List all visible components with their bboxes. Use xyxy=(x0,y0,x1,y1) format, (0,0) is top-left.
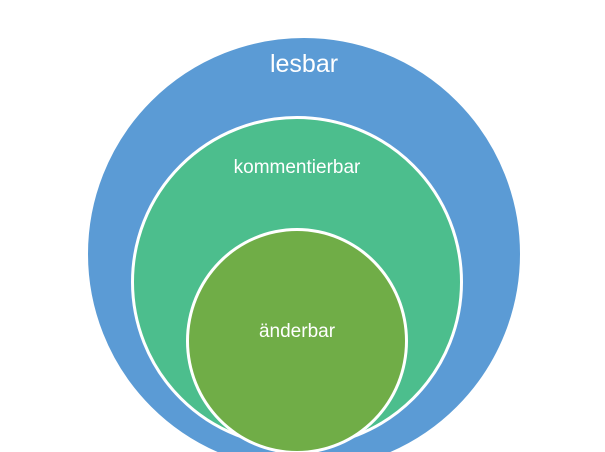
circle-label-aenderbar: änderbar xyxy=(258,321,336,342)
circle-aenderbar: änderbar xyxy=(186,228,408,452)
circle-label-lesbar: lesbar xyxy=(269,50,339,78)
circle-label-kommentierbar: kommentierbar xyxy=(233,157,361,178)
